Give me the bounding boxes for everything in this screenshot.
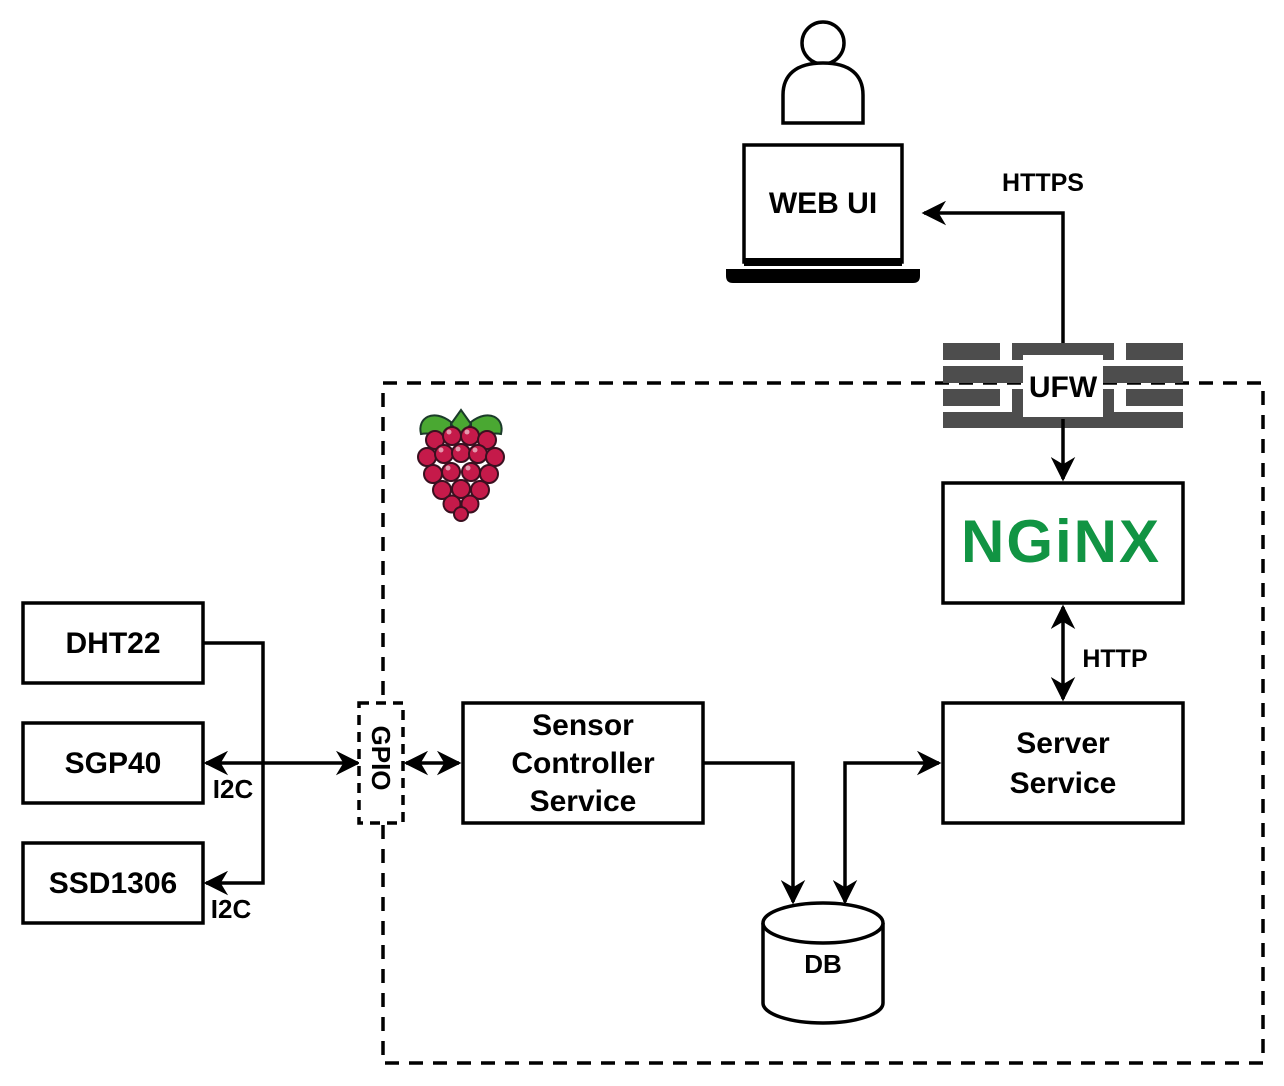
db-label: DB (804, 949, 842, 979)
user-icon (781, 20, 865, 125)
raspberry-pi-boundary (381, 381, 1265, 1065)
sensor-controller-label-line3: Service (530, 785, 637, 818)
server-service-label-line2: Service (1010, 767, 1117, 800)
gpio-label: GPIO (366, 725, 396, 790)
ufw-web-ui-https-arrow (921, 200, 1065, 343)
sensor-controller-label-line1: Sensor (532, 709, 634, 742)
dht22-bus-connector (203, 641, 265, 763)
i2c-label-sgp40: I2C (213, 774, 254, 804)
ssd1306-box (21, 841, 205, 925)
web-ui-label: WEB UI (769, 187, 877, 220)
dht22-box (21, 601, 205, 685)
db-server-service-arrow (832, 750, 942, 905)
i2c-label-ssd1306: I2C (211, 894, 252, 924)
ssd1306-label: SSD1306 (49, 867, 177, 900)
nginx-box (941, 481, 1185, 605)
server-service-label-line1: Server (1016, 727, 1110, 760)
dht22-label: DHT22 (65, 627, 160, 660)
sensor-controller-db-arrow (703, 761, 806, 905)
gpio-box (357, 701, 405, 825)
https-label: HTTPS (1002, 169, 1084, 197)
nginx-logo: NGiNX (961, 508, 1161, 575)
ufw-label-background (1023, 355, 1103, 417)
sgp40-box (21, 721, 205, 805)
sensor-controller-label-line2: Controller (511, 747, 655, 780)
raspberry-pi-icon (417, 408, 505, 522)
ufw-label: UFW (1029, 371, 1098, 404)
laptop-icon (726, 143, 920, 283)
sgp40-label: SGP40 (65, 747, 162, 780)
http-label: HTTP (1082, 645, 1147, 673)
server-service-box (941, 701, 1185, 825)
ssd1306-bus-arrow (203, 763, 265, 896)
db-cylinder (761, 901, 885, 1025)
